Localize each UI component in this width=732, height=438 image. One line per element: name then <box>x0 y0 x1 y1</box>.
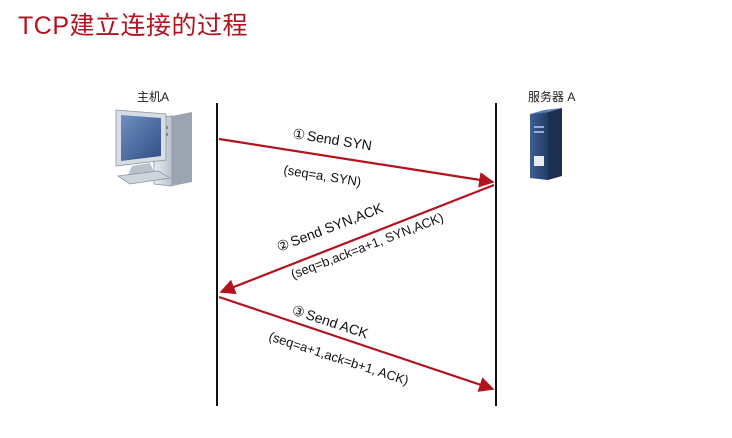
syn-arrow <box>218 137 495 188</box>
syn-ack-arrow <box>219 183 495 295</box>
host-label: 主机A <box>137 90 170 104</box>
desktop-computer-icon <box>115 109 192 187</box>
ack-arrow <box>218 295 495 392</box>
message-1-label: ①Send SYN <box>292 125 373 153</box>
message-1-params: (seq=a, SYN) <box>283 162 363 189</box>
page-title: TCP建立连接的过程 <box>18 12 249 40</box>
server-tower-icon <box>530 108 562 180</box>
server-label: 服务器 A <box>528 90 576 104</box>
